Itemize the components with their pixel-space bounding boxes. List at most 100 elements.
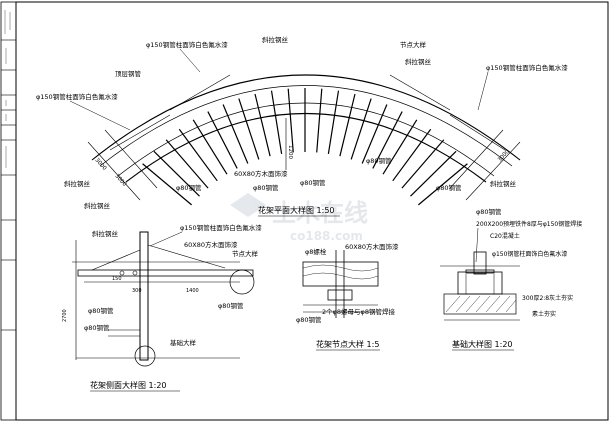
plan-label-pillar-left: φ150钢管柱面饰白色氟水漆 — [36, 92, 118, 101]
plan-cables — [109, 74, 506, 151]
plan-dim-4: 1200 — [287, 145, 293, 159]
plan-label-pipe-d: φ80钢管 — [366, 156, 392, 165]
plan-joist — [287, 88, 294, 153]
foundation-footing — [457, 271, 503, 295]
plan-joist — [372, 111, 403, 169]
foundation-label-pillar: φ150钢管柱面饰白色氟水漆 — [492, 250, 567, 258]
plan-joist — [361, 104, 388, 164]
foundation-label-soil: 素土夯实 — [532, 310, 556, 318]
plan-dim-1: 3000 — [94, 157, 108, 172]
plan-label-cable-left: 斜拉钢丝 — [64, 179, 91, 188]
elevation-label-pipe-c: φ80钢管 — [218, 301, 244, 310]
plan-label-pipe-e: φ80钢管 — [436, 183, 462, 192]
plan-title: 花架平面大样图 1:50 — [258, 205, 335, 215]
plan-joist — [192, 119, 228, 175]
plan-joist — [410, 150, 457, 197]
watermark-logo-icon — [230, 193, 266, 217]
plan-view — [87, 74, 521, 206]
node-timber — [302, 261, 379, 287]
plan-joist — [165, 139, 209, 189]
elevation-node-callout — [229, 269, 255, 295]
plan-rail-2 — [99, 85, 513, 167]
plan-joist — [238, 98, 260, 160]
plan-label-top-rail: 顶层钢管 — [115, 69, 142, 78]
plan-joist — [382, 119, 418, 175]
node-labels: φ8螺栓 60X80方木面饰漆 φ80钢管 2个φ8螺母与φ8钢管焊接 花架节点… — [296, 242, 399, 351]
node-label-pipe: φ80钢管 — [296, 315, 322, 324]
plan-label-pipe-f: φ80钢管 — [476, 207, 502, 216]
plan-joist — [339, 93, 356, 157]
elevation-label-pipe-b: φ80钢管 — [84, 323, 110, 332]
elevation-title: 花架侧面大样图 1:20 — [90, 380, 167, 390]
plan-joist — [316, 88, 323, 153]
plan-label-pipe-a: φ80钢管 — [176, 183, 202, 192]
plan-joist — [327, 90, 340, 154]
elevation-dim-4: 2700 — [62, 309, 68, 322]
plan-joist — [270, 90, 283, 154]
plan-joist — [178, 128, 218, 182]
elevation-labels: 斜拉钢丝 φ150钢管柱面饰白色氟水漆 60X80方木面饰漆 节点大样 φ80钢… — [62, 223, 262, 392]
plan-label-cable-top: 斜拉钢丝 — [262, 35, 289, 44]
plan-label-cable-right: 斜拉钢丝 — [490, 179, 517, 188]
node-nut — [327, 289, 353, 301]
node-label-timber: 60X80方木面饰漆 — [345, 242, 399, 251]
plan-label-pillar-right: φ150钢管柱面饰白色氟水漆 — [486, 63, 568, 72]
foundation-label-gravel: 300厚2:8灰土夯实 — [522, 294, 573, 302]
elevation-label-cable: 斜拉钢丝 — [92, 229, 119, 238]
plan-label-pipe-b: φ80钢管 — [253, 183, 279, 192]
plan-joist — [222, 104, 249, 164]
elevation-view — [72, 231, 255, 367]
foundation-hatch — [445, 295, 517, 313]
elevation-label-node: 节点大样 — [232, 249, 259, 258]
plan-label-finish-steel: φ150钢管柱面饰白色氟水漆 — [146, 40, 228, 49]
plan-joist — [207, 111, 238, 169]
elevation-label-pipe-a: φ80钢管 — [88, 306, 114, 315]
plan-joist — [392, 128, 432, 182]
plan-joist — [401, 139, 445, 189]
plan-inner-rail — [125, 113, 487, 183]
plan-labels: φ150钢管柱面饰白色氟水漆 顶层钢管 φ150钢管柱面饰白色氟水漆 斜拉钢丝 … — [36, 35, 568, 216]
foundation-label-plate: 200X200预埋铁件8厚与φ150钢管焊接 — [476, 220, 582, 228]
elevation-label-foundation: 基础大样 — [170, 338, 197, 347]
plan-label-cable-left2: 斜拉钢丝 — [84, 201, 111, 210]
foundation-title: 基础大样图 1:20 — [452, 339, 513, 349]
foundation-pillar — [473, 251, 487, 275]
watermark: 土木在线 co188.com — [230, 193, 368, 243]
foundation-detail — [440, 251, 520, 321]
node-detail — [302, 250, 379, 318]
foundation-plate — [465, 269, 495, 274]
elevation-dim-1: 150 — [112, 276, 122, 282]
foundation-labels: 200X200预埋铁件8厚与φ150钢管焊接 C20混凝土 φ150钢管柱面饰白… — [452, 220, 582, 351]
node-label-bolt: φ8螺栓 — [305, 247, 327, 256]
plan-outer-rail — [91, 74, 521, 161]
plan-dim-3: 3000 — [497, 149, 511, 164]
plan-dimension-lines — [87, 118, 521, 201]
plan-joist — [142, 163, 193, 206]
elevation-label-timber: 60X80方木面饰漆 — [184, 240, 238, 249]
foundation-gravel — [443, 293, 517, 315]
title-block — [0, 1, 17, 421]
plan-label-cable-right-top: 斜拉钢丝 — [405, 57, 432, 66]
plan-joist — [254, 93, 271, 157]
plan-label-pipe-c: φ80钢管 — [300, 178, 326, 187]
plan-dim-2: 3000 — [114, 173, 128, 188]
title-block-cells — [1, 39, 16, 331]
plan-joist — [417, 163, 468, 206]
watermark-url: co188.com — [290, 229, 363, 243]
foundation-label-concrete: C20混凝土 — [490, 232, 520, 240]
plan-joist — [350, 98, 372, 160]
elevation-pillar — [139, 231, 149, 361]
elevation-dim-2: 300 — [132, 288, 142, 294]
elevation-cable — [147, 244, 226, 269]
watermark-brand: 土木在线 — [272, 199, 368, 227]
plan-joist — [153, 150, 200, 197]
plan-label-timber: 60X80方木面饰漆 — [234, 169, 288, 178]
plan-joists — [142, 88, 468, 206]
plan-label-node-detail: 节点大样 — [400, 40, 427, 49]
elevation-dim-3: 1400 — [186, 288, 199, 294]
elevation-label-pillar: φ150钢管柱面饰白色氟水漆 — [180, 223, 262, 232]
node-title: 花架节点大样 1:5 — [316, 339, 379, 349]
node-label-weld: 2个φ8螺母与φ8钢管焊接 — [322, 307, 395, 316]
